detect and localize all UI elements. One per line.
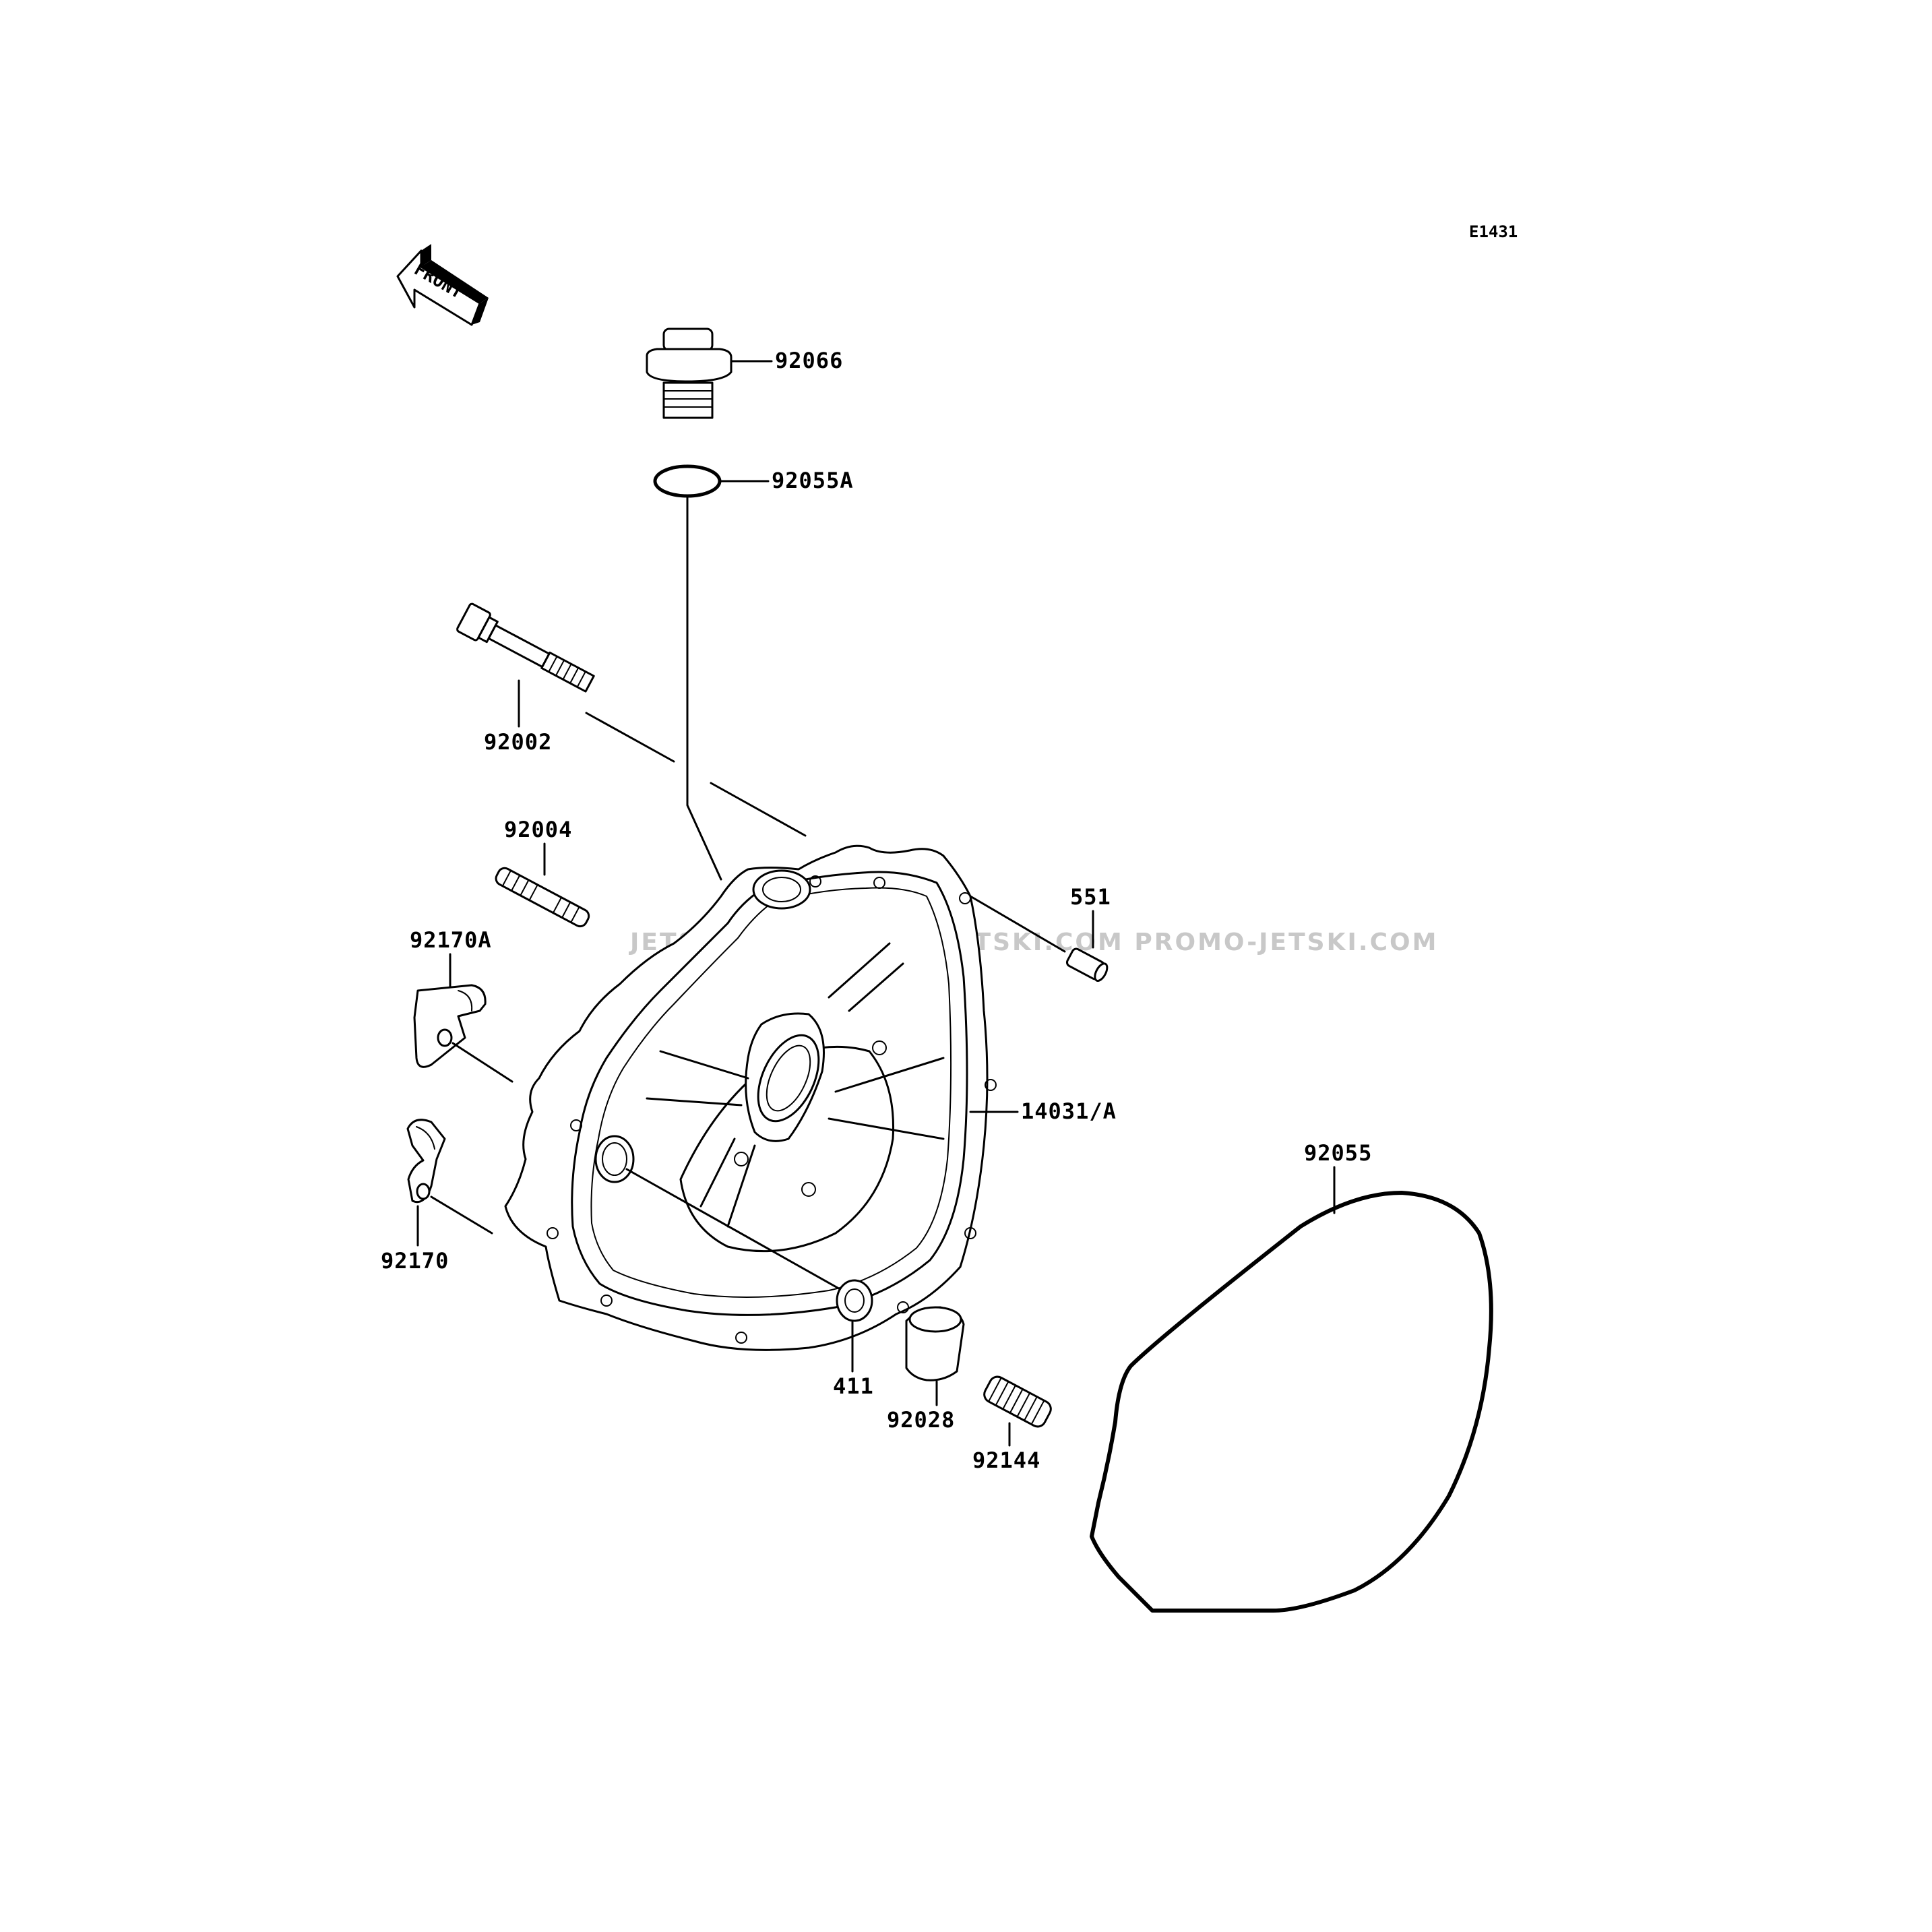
label-92144: 92144 xyxy=(972,1447,1040,1473)
label-411: 411 xyxy=(833,1373,874,1399)
part-clamp-92170[interactable]: 92170 xyxy=(381,1119,493,1274)
label-92170A: 92170A xyxy=(410,927,492,953)
part-stud-92004[interactable]: 92004 xyxy=(494,817,592,929)
part-plug-92066[interactable]: 92066 xyxy=(646,328,843,419)
label-92055: 92055 xyxy=(1304,1140,1372,1166)
label-92066: 92066 xyxy=(775,348,843,373)
part-dowel-551[interactable]: 551 xyxy=(969,884,1111,983)
part-cover-14031A[interactable]: 14031/A xyxy=(504,844,1117,1351)
part-spring-92144[interactable]: 92144 xyxy=(972,1374,1054,1473)
label-92002: 92002 xyxy=(484,729,552,755)
label-92004: 92004 xyxy=(504,817,572,842)
part-bolt-92002[interactable]: 92002 xyxy=(456,602,807,837)
part-oring-92055A[interactable]: 92055A xyxy=(653,464,854,881)
label-92055A: 92055A xyxy=(772,468,854,493)
part-collar-92028[interactable]: 92028 xyxy=(887,1306,965,1433)
label-92170: 92170 xyxy=(381,1248,449,1274)
label-14031A: 14031/A xyxy=(1021,1098,1117,1124)
part-seal-411[interactable]: 411 xyxy=(833,1279,874,1399)
part-gasket-92055[interactable]: 92055 xyxy=(1090,1140,1493,1613)
label-551: 551 xyxy=(1070,884,1111,910)
part-clamp-92170A[interactable]: 92170A xyxy=(410,927,513,1083)
front-arrow-icon: FRONT xyxy=(396,244,489,326)
label-92028: 92028 xyxy=(887,1407,955,1433)
diagram-code: E1431 xyxy=(1469,222,1518,241)
